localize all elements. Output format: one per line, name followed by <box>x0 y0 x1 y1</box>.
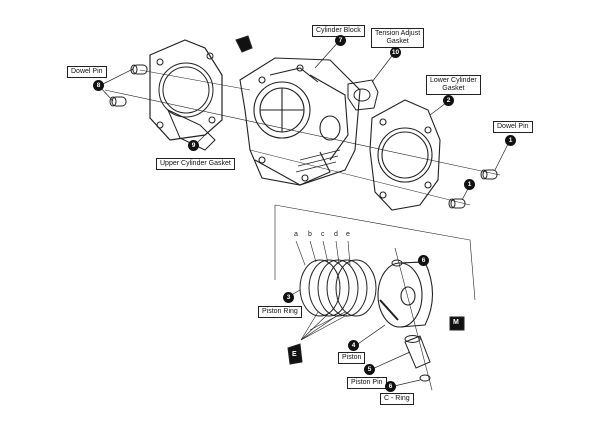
callout-6-upper: 6 <box>418 255 429 266</box>
label-piston: Piston <box>338 352 366 364</box>
callout-6-lower: 6 <box>385 381 396 392</box>
label-lower-cylinder-gasket: Lower Cylinder Gasket <box>426 75 481 95</box>
piston-pin <box>404 335 431 369</box>
assembly-lines <box>104 69 501 391</box>
callout-1-lower: 1 <box>464 179 475 190</box>
callout-10: 10 <box>390 47 401 58</box>
label-lower-cylinder-gasket-line2: Gasket <box>442 85 465 92</box>
cylinder-block <box>239 57 361 186</box>
lubricant-symbols <box>235 35 465 365</box>
ring-letter-a: a <box>294 231 298 238</box>
dowel-pin-left-pair <box>109 64 148 107</box>
callout-5: 5 <box>364 364 375 375</box>
piston-ring-set <box>295 240 377 341</box>
label-dowel-pin-left: Dowel Pin <box>67 66 107 78</box>
engine-oil-symbol: E <box>292 351 297 358</box>
label-upper-cylinder-gasket: Upper Cylinder Gasket <box>156 158 235 170</box>
label-lower-cylinder-gasket-line1: Lower Cylinder <box>430 77 477 84</box>
tension-adjust-gasket <box>347 79 379 111</box>
upper-cylinder-gasket <box>149 39 223 151</box>
callout-3: 3 <box>283 292 294 303</box>
label-c-ring: C - Ring <box>380 393 414 405</box>
callout-4: 4 <box>348 340 359 351</box>
moly-grease-symbol: M <box>453 319 459 326</box>
callout-9: 9 <box>188 140 199 151</box>
c-ring-pair <box>391 259 431 382</box>
label-piston-ring: Piston Ring <box>258 306 302 318</box>
label-piston-pin: Piston Pin <box>347 377 387 389</box>
label-dowel-pin-right: Dowel Pin <box>493 121 533 133</box>
dowel-pin-right-pair <box>448 169 498 209</box>
callout-7: 7 <box>335 35 346 46</box>
ring-letter-c: c <box>321 231 325 238</box>
callout-2: 2 <box>443 95 454 106</box>
lower-cylinder-gasket <box>369 99 441 211</box>
label-tension-adjust-gasket-line1: Tension Adjust <box>375 30 421 37</box>
ring-letter-d: d <box>334 231 338 238</box>
ring-letter-e: e <box>346 231 350 238</box>
label-tension-adjust-gasket-line2: Gasket <box>386 38 409 45</box>
piston <box>377 261 433 328</box>
ring-letter-b: b <box>308 231 312 238</box>
callout-8: 8 <box>93 80 104 91</box>
label-tension-adjust-gasket: Tension Adjust Gasket <box>371 28 425 48</box>
callout-1-right: 1 <box>505 135 516 146</box>
